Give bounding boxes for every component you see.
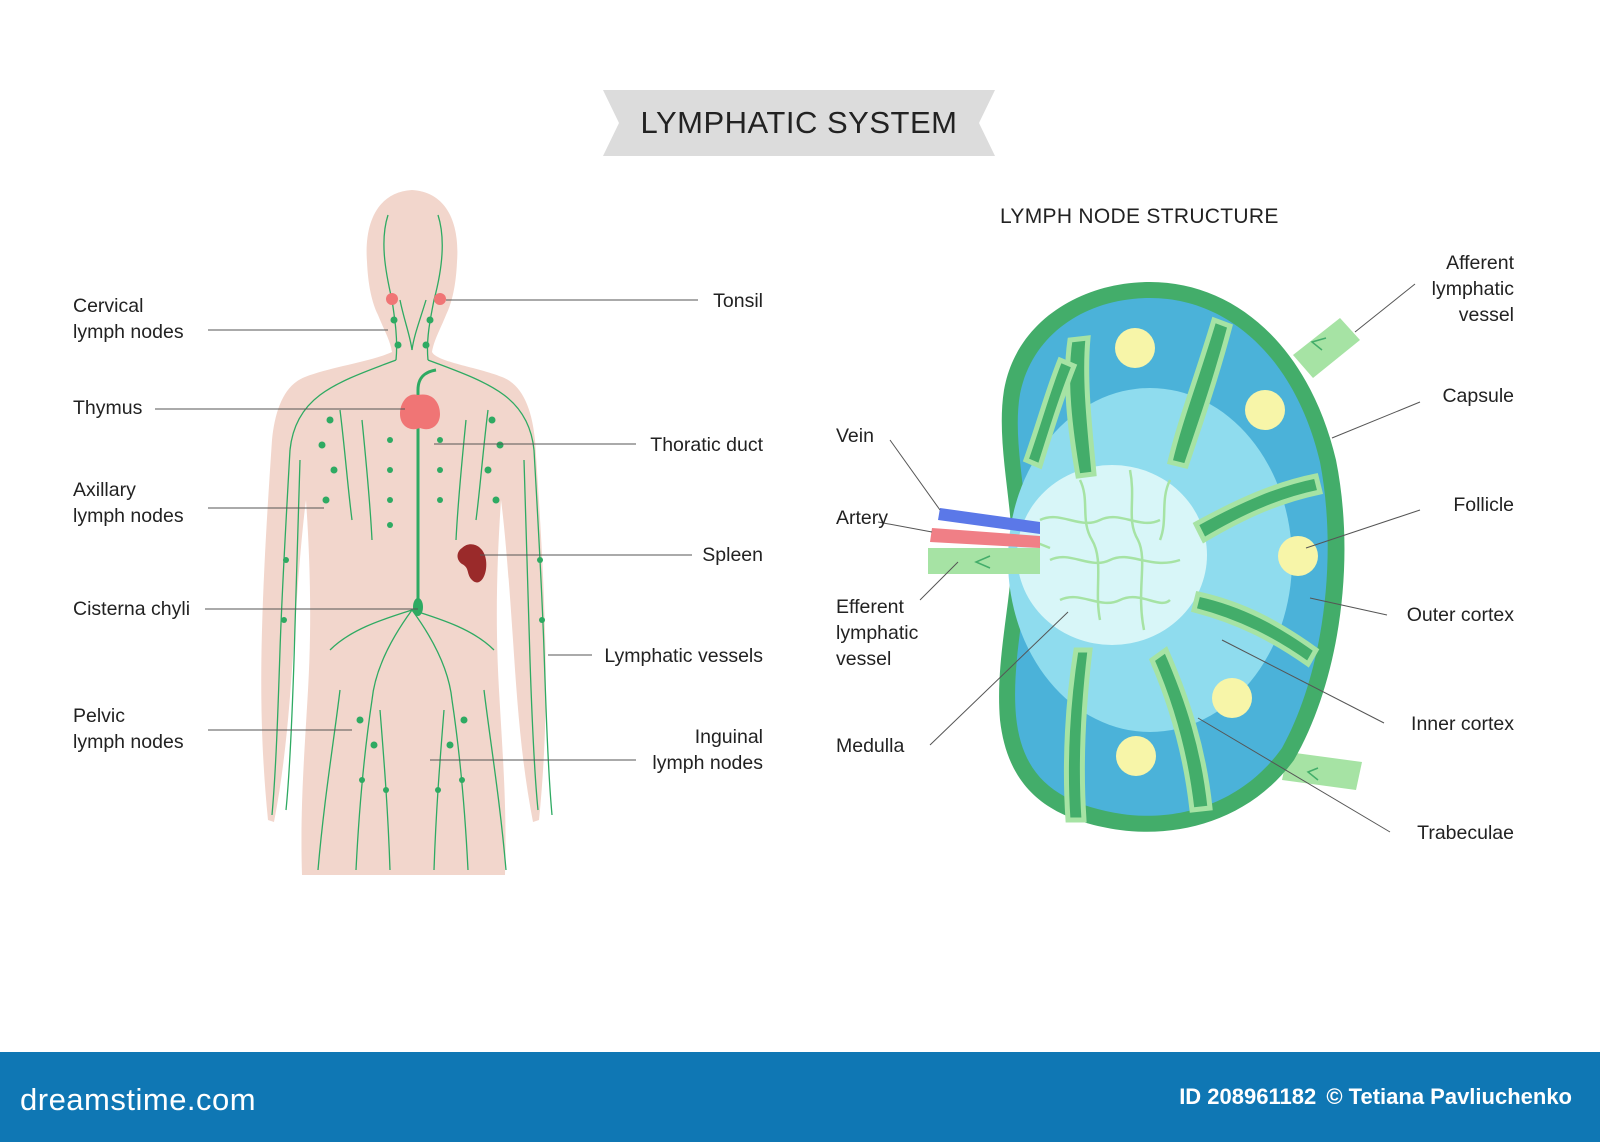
label-inguinal-lymph-nodes: Inguinal lymph nodes: [652, 726, 763, 774]
lymph-node-diagram: [928, 282, 1362, 832]
label-follicle: Follicle: [1453, 494, 1514, 516]
label-thymus: Thymus: [73, 397, 143, 419]
footer-logo[interactable]: dreamstime.com: [20, 1082, 257, 1117]
label-trabeculae: Trabeculae: [1417, 822, 1514, 844]
afferent-vessels: [1282, 318, 1362, 790]
label-artery: Artery: [836, 507, 889, 529]
trabeculae-shapes: [1022, 316, 1324, 823]
label-vein: Vein: [836, 425, 874, 447]
title-banner: LYMPHATIC SYSTEM: [603, 90, 995, 156]
label-tonsil: Tonsil: [713, 290, 763, 312]
artery-vessel: [930, 528, 1040, 548]
label-capsule: Capsule: [1442, 385, 1514, 407]
vein-vessel: [938, 508, 1040, 534]
label-cisterna-chyli: Cisterna chyli: [73, 598, 191, 620]
thymus-organ: [400, 394, 440, 430]
label-lymphatic-vessels: Lymphatic vessels: [604, 645, 763, 667]
medullary-network: [1029, 469, 1181, 631]
follicles: [1115, 328, 1318, 776]
tonsil-left: [386, 293, 398, 305]
cisterna-chyli-organ: [413, 598, 423, 616]
label-medulla: Medulla: [836, 735, 905, 757]
efferent-vessel: [928, 548, 1040, 574]
body-leader-lines: [155, 299, 698, 761]
spleen-organ: [457, 544, 487, 583]
label-cervical-lymph-nodes: Cervical lymph nodes: [73, 295, 184, 343]
node-leader-lines: [877, 283, 1421, 833]
label-thoratic-duct: Thoratic duct: [650, 434, 763, 456]
label-axillary-lymph-nodes: Axillary lymph nodes: [73, 479, 184, 527]
lymph-node-dots: [281, 316, 545, 793]
label-outer-cortex: Outer cortex: [1406, 604, 1514, 626]
image-id: ID 208961182: [1179, 1084, 1317, 1109]
author-credit: © Tetiana Pavliuchenko: [1326, 1084, 1572, 1109]
body-silhouette: [261, 190, 546, 875]
tonsil-right: [434, 293, 446, 305]
label-spleen: Spleen: [702, 544, 763, 566]
label-inner-cortex: Inner cortex: [1411, 713, 1514, 735]
footer-credit: ID 208961182 © Tetiana Pavliuchenko: [1175, 1084, 1572, 1110]
label-afferent-lymphatic-vessel: Afferent lymphatic vessel: [1431, 252, 1514, 326]
label-pelvic-lymph-nodes: Pelvic lymph nodes: [73, 705, 184, 753]
node-diagram-title: LYMPH NODE STRUCTURE: [1000, 205, 1279, 228]
footer-bar: dreamstime.com ID 208961182 © Tetiana Pa…: [0, 1052, 1600, 1142]
page-title: LYMPHATIC SYSTEM: [640, 105, 958, 140]
label-efferent-lymphatic-vessel: Efferent lymphatic vessel: [836, 596, 919, 670]
lymphatic-vessels: [271, 214, 553, 871]
thoracic-duct-line: [416, 368, 437, 607]
